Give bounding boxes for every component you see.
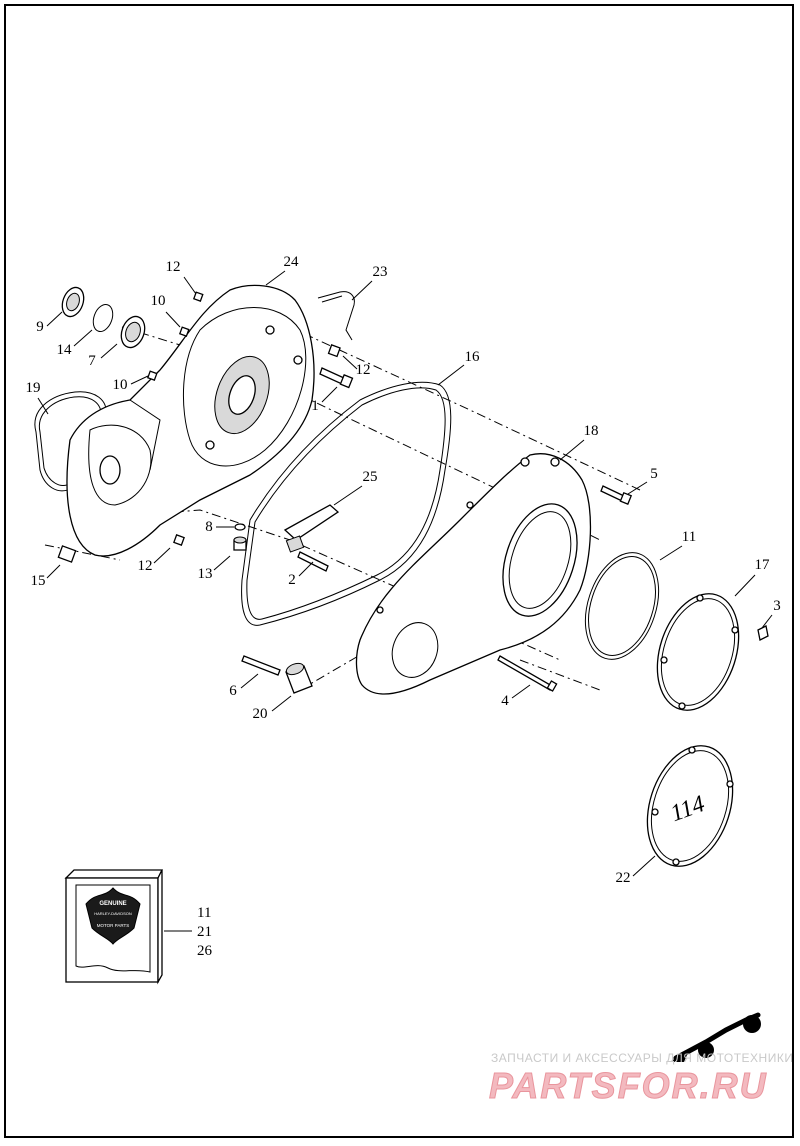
inner-primary-housing-part-24 <box>66 284 315 557</box>
callout-label-5: 5 <box>650 466 658 482</box>
callout-label-14: 14 <box>57 342 73 358</box>
logo-brand-text: HARLEY-DAVIDSON <box>94 911 132 916</box>
callout-leader-4 <box>511 684 531 699</box>
callout-label-17: 17 <box>755 557 771 573</box>
genuine-parts-logo: GENUINE HARLEY-DAVIDSON MOTOR PARTS <box>85 887 141 945</box>
screw-part-3 <box>757 625 769 641</box>
callout-label-10: 10 <box>113 377 128 393</box>
callout-label-25: 25 <box>363 469 378 485</box>
callout-label-6: 6 <box>229 683 237 699</box>
callout-leader-9 <box>46 311 63 327</box>
callout-leader-17 <box>734 574 756 597</box>
bracket-part-23 <box>317 291 355 341</box>
callout-leader-16 <box>437 364 465 386</box>
callout-label-2: 2 <box>288 572 296 588</box>
plug-parts-8-13 <box>233 523 247 551</box>
callout-label-15: 15 <box>31 573 46 589</box>
long-stud-part-4 <box>497 655 558 692</box>
callout-leader-12 <box>183 276 197 295</box>
callout-label-18: 18 <box>584 423 599 439</box>
callout-leader-3 <box>761 614 773 629</box>
bolt-part-1 <box>319 367 354 389</box>
callout-label-12: 12 <box>138 558 153 574</box>
bolts-12-10 <box>146 291 341 546</box>
callout-label-23: 23 <box>373 264 388 280</box>
callout-leader-19 <box>37 397 49 415</box>
kit-label-3: 26 <box>197 943 213 959</box>
watermark-line-1: ЗАПЧАСТИ И АКСЕССУАРЫ ДЛЯ МОТОТЕХНИКИ <box>491 1051 793 1065</box>
callout-leader-14 <box>73 329 93 347</box>
callout-leader-10 <box>130 375 149 385</box>
callout-label-12: 12 <box>166 259 181 275</box>
callout-leader-24 <box>265 270 286 286</box>
callout-leader-2 <box>298 561 314 577</box>
bolt-part-5 <box>600 485 633 505</box>
callout-leader-1 <box>321 386 338 403</box>
watermark: ЗАПЧАСТИ И АКСЕССУАРЫ ДЛЯ МОТОТЕХНИКИ PA… <box>489 1012 793 1107</box>
callout-leader-7 <box>100 343 118 359</box>
seal-part-9 <box>61 286 85 318</box>
callout-leader-22 <box>632 855 656 877</box>
callout-label-13: 13 <box>198 566 213 582</box>
callout-label-4: 4 <box>501 693 509 709</box>
callout-label-3: 3 <box>773 598 781 614</box>
callout-leader-23 <box>351 280 373 301</box>
tensioner-shoe-part-25 <box>283 504 340 553</box>
diagram-frame <box>4 4 794 1138</box>
watermark-line-2: PARTSFOR.RU <box>489 1065 768 1106</box>
callout-label-20: 20 <box>253 706 268 722</box>
spacer-part-20 <box>285 662 313 694</box>
callout-leader-5 <box>627 481 648 495</box>
bearing-part-7 <box>120 315 146 349</box>
callout-label-22: 22 <box>616 870 631 886</box>
outer-primary-cover-part-18 <box>355 453 592 695</box>
callout-leader-25 <box>333 485 363 506</box>
retaining-ring-part-14 <box>92 303 114 333</box>
gasket-kit-box: GENUINE HARLEY-DAVIDSON MOTOR PARTS <box>64 869 192 985</box>
callout-label-8: 8 <box>205 519 213 535</box>
callout-leader-10 <box>165 311 181 328</box>
callout-label-1: 1 <box>311 398 319 414</box>
callout-leader-12 <box>342 355 358 370</box>
callout-label-19: 19 <box>26 380 41 396</box>
callout-leader-6 <box>240 673 259 689</box>
derby-cover-part-17 <box>656 593 740 711</box>
stud-part-2 <box>297 551 329 572</box>
callout-label-10: 10 <box>151 293 166 309</box>
callout-label-9: 9 <box>36 319 44 335</box>
o-ring-part-11 <box>584 552 660 660</box>
callout-leader-15 <box>46 564 61 579</box>
callout-leader-13 <box>213 555 231 571</box>
callout-label-11: 11 <box>682 529 696 545</box>
callout-label-12: 12 <box>356 362 371 378</box>
outer-gasket-part-16 <box>241 381 452 626</box>
callout-leader-12 <box>153 547 171 564</box>
logo-bottom-text: MOTOR PARTS <box>97 923 130 928</box>
long-bolt-part-6 <box>241 655 281 676</box>
callout-leader-20 <box>271 695 292 712</box>
callout-label-7: 7 <box>88 353 96 369</box>
kit-callout-labels: 11 21 26 <box>197 905 213 959</box>
logo-top-text: GENUINE <box>99 901 126 907</box>
callout-leader-18 <box>559 439 585 461</box>
callout-label-16: 16 <box>465 349 481 365</box>
callout-label-24: 24 <box>284 254 300 270</box>
dowel-part-15 <box>57 545 77 563</box>
callout-leader-11 <box>659 545 683 561</box>
motorcycle-silhouette-icon <box>670 1012 761 1062</box>
derby-cover-part-22: 114 <box>646 745 734 867</box>
kit-label-2: 21 <box>197 924 212 940</box>
kit-label-1: 11 <box>197 905 211 921</box>
